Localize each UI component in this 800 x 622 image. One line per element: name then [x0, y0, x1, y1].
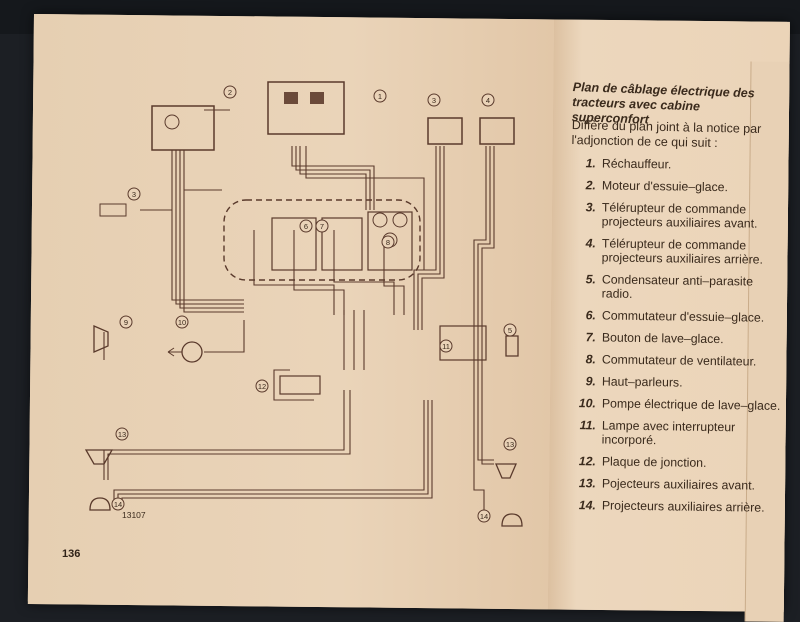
- legend-item: 6. Commutateur d'essuie–glace.: [570, 308, 782, 325]
- callout-4: 4: [486, 96, 490, 105]
- legend-item: 1. Réchauffeur.: [570, 156, 782, 173]
- legend-text: Commutateur d'essuie–glace.: [601, 308, 765, 325]
- legend-item: 9. Haut–parleurs.: [570, 374, 782, 391]
- legend-number: 7.: [585, 330, 596, 345]
- legend-item: 11. Lampe avec interrupteur incorporé.: [570, 418, 782, 449]
- callout-6: 6: [304, 222, 308, 231]
- legend-item: 7. Bouton de lave–glace.: [570, 330, 782, 347]
- front-projector-icon-left: [84, 449, 114, 465]
- callout-3: 3: [132, 190, 136, 199]
- figure-code: 13107: [122, 510, 146, 520]
- legend-item: 4. Télérupteur de commande projecteurs au…: [570, 236, 782, 267]
- rear-projector-icon-left: [89, 497, 111, 511]
- callout-13-left: 13: [118, 430, 126, 439]
- callout-14-left: 14: [114, 500, 122, 509]
- capacitor-symbol: [99, 203, 127, 217]
- lamp-switch-box: [439, 325, 487, 361]
- callout-13-right: 13: [506, 440, 514, 449]
- callout-1: 1: [378, 92, 382, 101]
- callout-11: 11: [442, 342, 450, 351]
- speaker-icon-right: [505, 335, 519, 357]
- legend-text: Télérupteur de commande projecteurs auxi…: [601, 236, 764, 267]
- washer-pump-icon: [181, 341, 203, 363]
- callout-10: 10: [178, 318, 186, 327]
- callout-8: 8: [386, 238, 390, 247]
- legend-number: 5.: [585, 272, 596, 287]
- legend-text: Plaque de jonction.: [601, 454, 707, 470]
- speaker-icon-left: [93, 325, 109, 353]
- legend-text: Lampe avec interrupteur incorporé.: [601, 418, 736, 448]
- legend-text: Pojecteurs auxiliaires avant.: [601, 476, 756, 493]
- legend-item: 13. Pojecteurs auxiliaires avant.: [570, 476, 782, 493]
- fan-switch-box: [367, 211, 413, 271]
- legend-number: 2.: [585, 178, 596, 193]
- legend-number: 11.: [579, 418, 596, 433]
- legend-list: 1.Réchauffeur. 2.Moteur d'essuie–glace. …: [570, 156, 782, 520]
- wires: [103, 109, 495, 510]
- legend-item: 8. Commutateur de ventilateur.: [570, 352, 782, 369]
- junction-plate: [279, 375, 321, 395]
- legend-text: Projecteurs auxiliaires arrière.: [601, 498, 765, 515]
- callout-14-right: 14: [480, 512, 488, 521]
- legend-item: 2. Moteur d'essuie–glace.: [570, 178, 782, 195]
- wiper-motor-box: [151, 105, 215, 151]
- front-relay-box: [427, 117, 463, 145]
- legend-number: 13.: [578, 476, 596, 491]
- legend-text: Pompe électrique de lave–glace.: [601, 396, 781, 413]
- washer-button-box: [321, 217, 363, 271]
- legend-item: 12. Plaque de jonction.: [570, 454, 782, 471]
- callout-12: 12: [258, 382, 266, 391]
- legend-item: 10. Pompe électrique de lave–glace.: [570, 396, 782, 413]
- dashboard-outline: [223, 199, 421, 281]
- legend-number: 1.: [585, 156, 596, 171]
- legend-number: 6.: [585, 308, 596, 323]
- legend-number: 12.: [578, 454, 596, 469]
- legend-text: Télérupteur de commande projecteurs auxi…: [601, 200, 758, 231]
- legend-text: Commutateur de ventilateur.: [601, 352, 757, 369]
- legend-item: 14. Projecteurs auxiliaires arrière.: [570, 498, 782, 515]
- legend-number: 4.: [585, 236, 596, 251]
- rear-projector-icon-right: [501, 513, 523, 527]
- callout-5: 5: [508, 326, 512, 335]
- rear-relay-box: [479, 117, 515, 145]
- legend-text: Réchauffeur.: [601, 156, 672, 172]
- legend-item: 3. Télérupteur de commande projecteurs au…: [570, 200, 782, 231]
- legend-number: 14.: [578, 498, 596, 513]
- callout-2: 2: [228, 88, 232, 97]
- legend-text: Condensateur anti–parasite radio.: [601, 272, 754, 301]
- legend-number: 9.: [585, 374, 596, 389]
- callout-3-relay: 3: [432, 96, 436, 105]
- wiper-switch-box: [271, 217, 317, 271]
- legend-text: Haut–parleurs.: [601, 374, 683, 390]
- intro-text: Diffère du plan joint à la notice par l'…: [571, 118, 762, 151]
- heater-box: [267, 81, 345, 135]
- legend-number: 8.: [585, 352, 596, 367]
- legend-number: 3.: [585, 200, 596, 215]
- wiring-diagram: 1 2 3 3 4 6 7 8 9 5 10 11 12 13 13 14 14: [84, 81, 523, 527]
- legend-item: 5. Condensateur anti–parasite radio.: [570, 272, 782, 303]
- legend-text: Moteur d'essuie–glace.: [601, 178, 729, 195]
- front-projector-icon-right: [495, 463, 517, 479]
- callout-7: 7: [320, 222, 324, 231]
- legend-text: Bouton de lave–glace.: [601, 330, 724, 347]
- page-number: 136: [62, 548, 81, 560]
- callout-9: 9: [124, 318, 128, 327]
- legend-number: 10.: [578, 396, 596, 411]
